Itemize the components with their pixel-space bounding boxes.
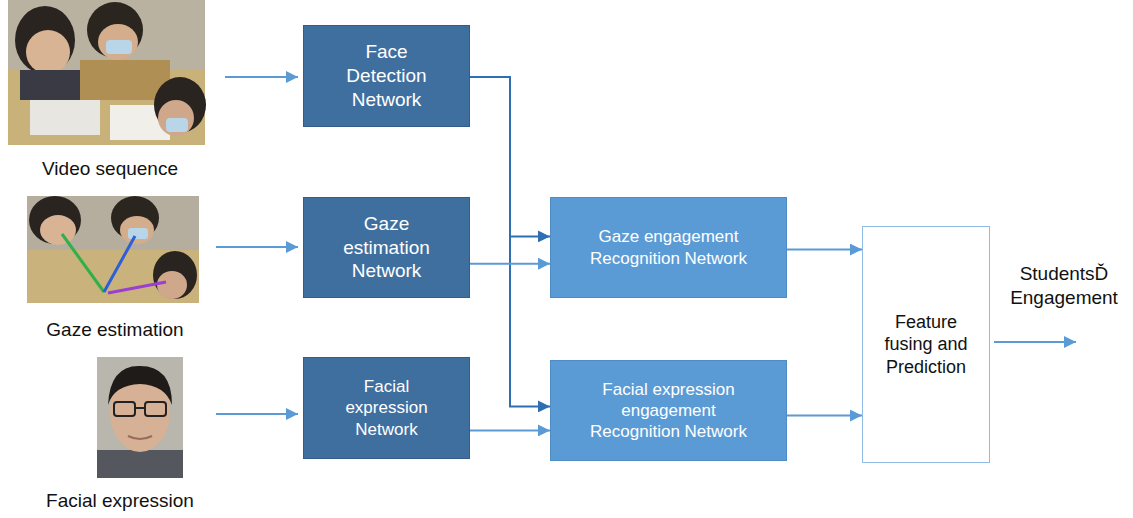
output-arrow <box>994 341 1076 343</box>
input-arrow <box>216 246 298 248</box>
process-box: Facial expression engagement Recognition… <box>550 360 787 461</box>
input-arrow <box>225 76 298 78</box>
gaze-photo <box>27 196 199 303</box>
process-box: Gaze estimation Network <box>303 197 470 298</box>
flow-arrow <box>787 249 862 251</box>
node-text: Gaze engagement Recognition Network <box>581 226 756 269</box>
input-caption: Facial expression <box>10 489 230 513</box>
input-arrow <box>216 413 298 415</box>
flow-arrow <box>470 263 550 265</box>
flow-arrow <box>470 77 550 406</box>
face-photo <box>97 357 183 478</box>
flow-arrow <box>787 415 862 417</box>
video-photo <box>8 0 206 145</box>
input-caption: Gaze estimation <box>10 318 220 342</box>
input-caption: Video sequence <box>10 157 210 181</box>
node-text: Gaze estimation Network <box>332 212 441 283</box>
node-text: Feature fusing and Prediction <box>877 311 975 379</box>
node-text: Facial expression engagement Recognition… <box>581 379 756 443</box>
flow-arrow <box>470 429 550 431</box>
node-text: Facial expression Network <box>332 376 441 440</box>
process-box: Facial expression Network <box>303 357 470 459</box>
process-box: Gaze engagement Recognition Network <box>550 197 787 298</box>
output-label: StudentsĎ Engagement <box>1000 262 1128 310</box>
process-box: Face Detection Network <box>303 25 470 127</box>
fusion-box: Feature fusing and Prediction <box>862 226 990 463</box>
node-text: Face Detection Network <box>332 40 441 111</box>
